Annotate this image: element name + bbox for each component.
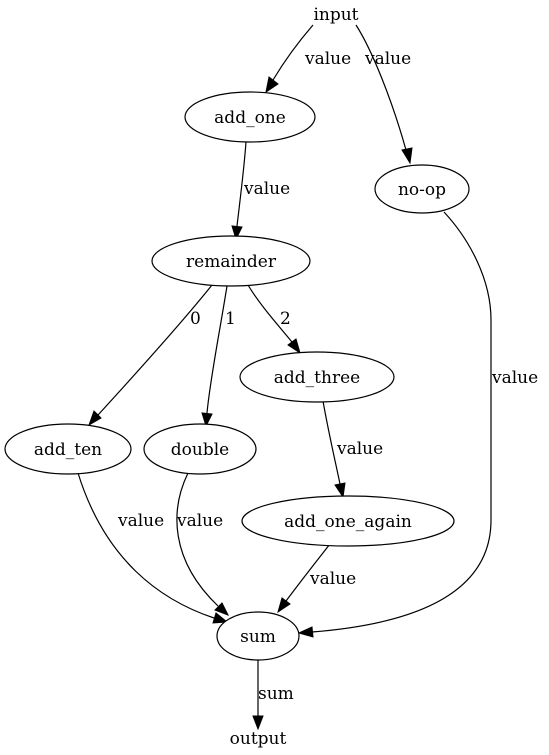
node-double[interactable]: double	[143, 423, 257, 475]
edge-label-input-add-one: value	[304, 49, 351, 69]
node-label-add-three: add_three	[274, 368, 360, 388]
node-output[interactable]: output	[230, 729, 287, 749]
edge-add-one-remainder: value	[231, 141, 290, 241]
node-input[interactable]: input	[313, 5, 358, 25]
edge-remainder-add-three: 2	[247, 284, 301, 355]
node-add-one[interactable]: add_one	[184, 91, 316, 143]
node-label-no-op: no-op	[398, 180, 446, 200]
node-label-add-ten: add_ten	[34, 440, 102, 460]
node-label-add-one-again: add_one_again	[284, 512, 412, 532]
edge-add-three-add-one-again: value	[322, 400, 383, 499]
edge-label-add-three-add-one-again: value	[336, 439, 383, 459]
node-label-add-one: add_one	[214, 108, 286, 128]
edge-sum-output: sum	[252, 659, 294, 731]
edge-label-add-one-remainder: value	[243, 179, 290, 199]
edge-no-op-sum: value	[297, 211, 538, 638]
node-add-one-again[interactable]: add_one_again	[241, 495, 455, 547]
node-label-output: output	[230, 729, 287, 749]
edge-label-input-no-op: value	[364, 49, 411, 69]
edge-double-sum: value	[176, 472, 230, 616]
edge-label-no-op-sum: value	[491, 368, 538, 388]
edge-label-remainder-add-ten: 0	[190, 309, 201, 329]
edge-label-remainder-double: 1	[225, 309, 236, 329]
node-label-sum: sum	[240, 627, 276, 647]
node-remainder[interactable]: remainder	[151, 235, 311, 287]
edge-label-double-sum: value	[176, 511, 223, 531]
node-label-input: input	[313, 5, 358, 25]
edge-label-sum-output: sum	[258, 684, 294, 704]
edge-add-one-again-sum: value	[277, 543, 356, 614]
edge-label-add-ten-sum: value	[117, 511, 164, 531]
edge-add-ten-sum: value	[77, 472, 229, 624]
edge-input-no-op: value	[355, 24, 413, 165]
node-label-double: double	[171, 440, 229, 460]
edge-remainder-double: 1	[201, 285, 236, 428]
edge-input-add-one: value	[265, 24, 351, 94]
node-sum[interactable]: sum	[216, 611, 300, 661]
edge-remainder-add-ten: 0	[88, 284, 213, 427]
node-no-op[interactable]: no-op	[374, 164, 470, 214]
node-add-three[interactable]: add_three	[239, 351, 395, 403]
node-add-ten[interactable]: add_ten	[4, 423, 132, 475]
edge-label-add-one-again-sum: value	[309, 569, 356, 589]
node-label-remainder: remainder	[186, 252, 277, 272]
edge-label-remainder-add-three: 2	[280, 309, 291, 329]
